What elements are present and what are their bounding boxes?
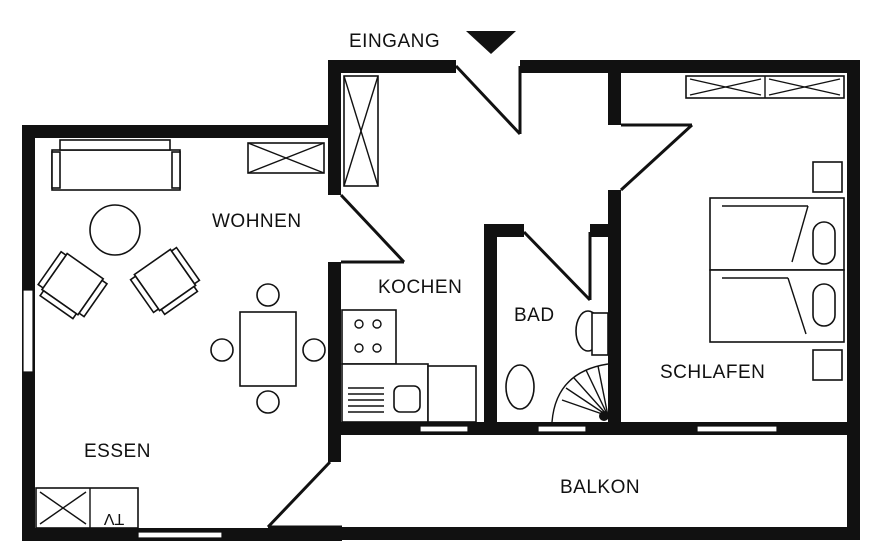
tv-cabinet: TV xyxy=(35,487,139,529)
downward-triangle-icon xyxy=(466,31,516,54)
nightstand xyxy=(812,161,843,193)
bedroom-label: SCHLAFEN xyxy=(660,362,765,383)
wardrobe-living xyxy=(247,142,325,174)
door-swings xyxy=(266,64,694,529)
living-room-label: WOHNEN xyxy=(212,211,302,232)
chair xyxy=(210,338,234,362)
bath-fixtures xyxy=(505,310,609,423)
armchair-left xyxy=(37,250,109,320)
wardrobe-hall xyxy=(343,75,379,187)
dining-label: ESSEN xyxy=(84,441,151,462)
chair xyxy=(256,390,280,414)
chair xyxy=(302,338,326,362)
bedroom-wardrobe xyxy=(685,75,845,99)
tv-label: TV xyxy=(103,510,124,527)
coffee-table xyxy=(89,204,141,256)
kitchen-counter xyxy=(341,309,477,423)
dining-table xyxy=(239,311,297,387)
nightstand xyxy=(812,349,843,381)
kitchen-label: KOCHEN xyxy=(378,277,462,298)
sofa xyxy=(51,139,181,191)
bath-label: BAD xyxy=(514,305,555,326)
double-bed xyxy=(709,197,845,343)
entrance-label: EINGANG xyxy=(349,31,440,52)
windows xyxy=(22,289,778,539)
armchair-right xyxy=(129,246,201,316)
chair xyxy=(256,283,280,307)
balcony-label: BALKON xyxy=(560,477,640,498)
